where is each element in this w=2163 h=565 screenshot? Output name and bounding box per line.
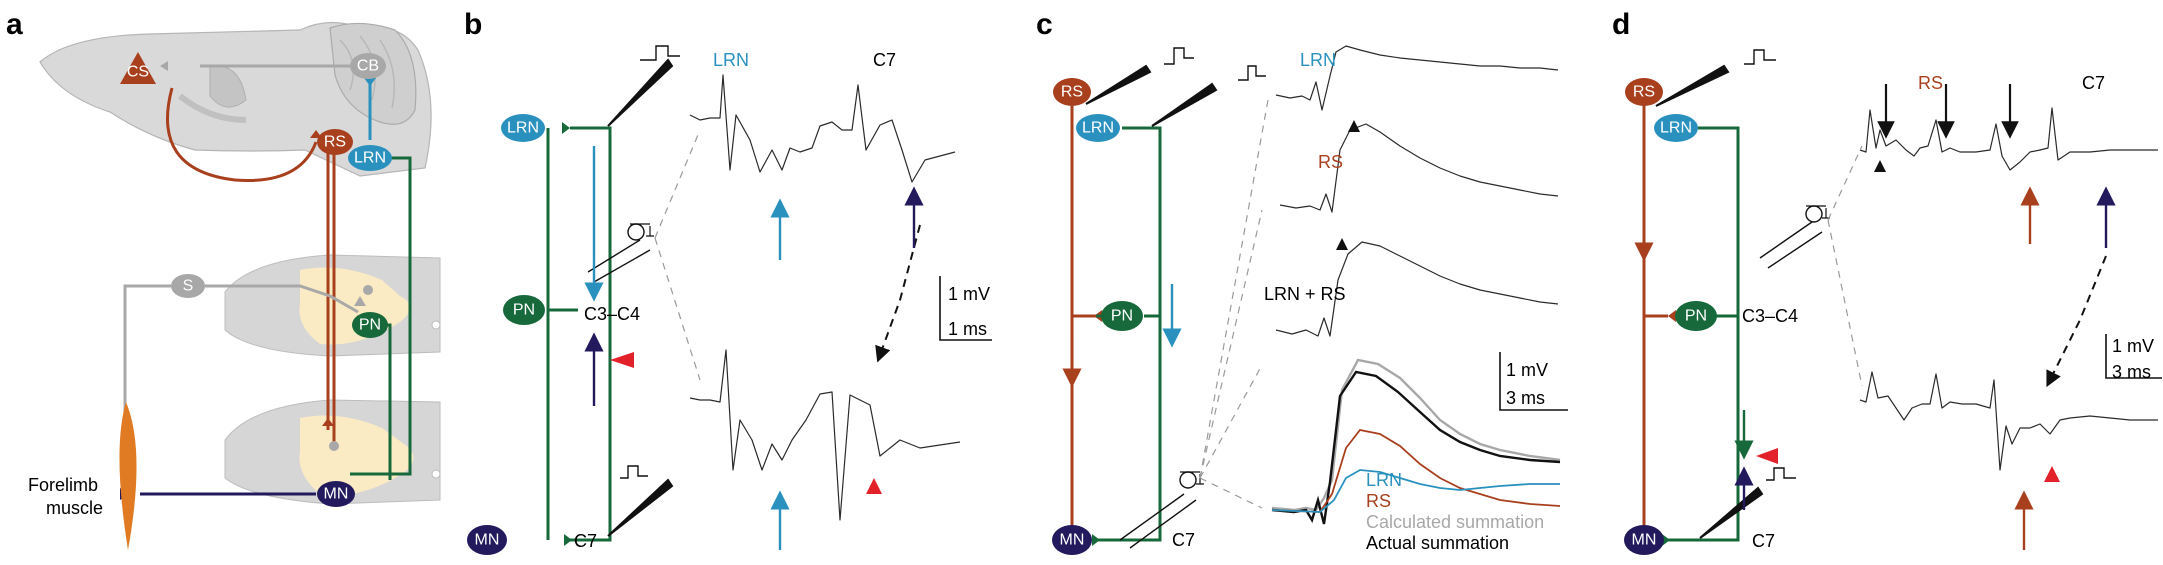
node-b-lrn-shape: [501, 114, 545, 142]
panel-letter-d: d: [1612, 8, 1630, 41]
trace-label-c-lrn: LRN: [1300, 50, 1336, 70]
legend-c-calc: Calculated summation: [1366, 512, 1544, 532]
scale-d-v: 1 mV: [2112, 336, 2154, 356]
panel-a: a Forelimb muscle: [6, 8, 441, 550]
legend-c-lrn: LRN: [1366, 470, 1402, 490]
trace-c-lrn: [1275, 45, 1559, 111]
node-d-lrn-shape: [1654, 114, 1698, 142]
node-cb-label: CB: [357, 58, 379, 75]
panel-letter-c: c: [1036, 8, 1053, 41]
trace-label-b-lrn: LRN: [713, 50, 749, 70]
muscle-label-line2: muscle: [46, 498, 103, 518]
node-rs-label: RS: [324, 134, 346, 151]
node-c-pn-shape: [1101, 301, 1143, 331]
trace-label-c-rs: RS: [1318, 152, 1343, 172]
node-d-rs-label: RS: [1633, 84, 1655, 101]
node-pn: [352, 312, 388, 338]
node-d-pn-shape: [1675, 301, 1717, 331]
panel-c: c LRN RS LRN + RS 1 mV 3 ms: [1036, 8, 1568, 553]
scale-bar-c: [1499, 352, 1568, 411]
panel-d: d RS C7 C3–C4 C7: [1612, 8, 2162, 551]
node-s: [171, 274, 205, 298]
trace-d-top: [1859, 107, 2158, 171]
panel-b: b LRN C3–C4 C7 LRN C7 1 mV 1 ms: [464, 8, 992, 551]
red-arrowhead-b1: [610, 352, 634, 368]
stim-wedge-d-rs: [1655, 64, 1730, 107]
scale-c-t: 3 ms: [1506, 388, 1545, 408]
segment-b-upper: C3–C4: [584, 304, 640, 324]
red-arrowhead-d2: [2044, 466, 2060, 482]
trace-label-d-c7: C7: [2082, 73, 2105, 93]
nodes-bcd: LRN PN MN RS LRN PN MN RS LRN PN MN: [467, 78, 1717, 555]
trace-c-actual: [1271, 370, 1561, 525]
node-d-lrn-label: LRN: [1660, 120, 1692, 137]
node-d-pn-label: PN: [1685, 308, 1707, 325]
scale-bar-d: [2105, 334, 2162, 379]
panel-letter-b: b: [464, 8, 482, 41]
node-b-mn-label: MN: [475, 532, 500, 549]
stim-wedge-d-mn: [1699, 486, 1764, 539]
legend-c-rs: RS: [1366, 491, 1391, 511]
node-cb: [350, 53, 386, 79]
node-cs: [120, 52, 156, 84]
trace-label-d-rs: RS: [1918, 73, 1943, 93]
trace-c-lrn-sum: [1271, 469, 1560, 513]
trace-label-c-both: LRN + RS: [1264, 284, 1346, 304]
panel-letter-a: a: [6, 8, 23, 41]
trace-b-bottom: [689, 349, 961, 521]
forelimb-muscle: [119, 402, 137, 550]
node-lrn-label: LRN: [354, 150, 386, 167]
node-mn-label: MN: [324, 486, 349, 503]
trace-b-top: [689, 74, 956, 183]
stim-wedge-c-lrn: [1151, 82, 1218, 127]
node-s-label: S: [183, 278, 194, 295]
node-pn-label: PN: [359, 317, 381, 334]
trace-c-rs: [1279, 123, 1559, 213]
node-b-lrn-label: LRN: [507, 120, 539, 137]
node-b-pn-shape: [503, 295, 545, 325]
red-arrowhead-b2: [866, 478, 882, 494]
node-cs-label: CS: [127, 64, 149, 81]
stim-wedge-lrn: [607, 58, 674, 127]
scale-d-t: 3 ms: [2112, 362, 2151, 382]
scale-bar-b: [939, 276, 992, 341]
node-c-lrn-shape: [1076, 114, 1120, 142]
node-lrn: [348, 145, 392, 171]
segment-d-lower: C7: [1752, 531, 1775, 551]
stim-wedge-rs: [1085, 64, 1152, 105]
node-c-mn-label: MN: [1060, 532, 1085, 549]
node-c-rs-shape: [1053, 78, 1091, 106]
node-mn: [317, 481, 355, 507]
node-d-rs-shape: [1625, 78, 1663, 106]
node-b-mn-shape: [467, 525, 507, 555]
segment-d-upper: C3–C4: [1742, 306, 1798, 326]
legend-c-actual: Actual summation: [1366, 533, 1509, 553]
node-c-pn-label: PN: [1111, 308, 1133, 325]
segment-b-lower: C7: [574, 531, 597, 551]
node-c-lrn-label: LRN: [1082, 120, 1114, 137]
node-c-rs-label: RS: [1061, 84, 1083, 101]
scale-b-v: 1 mV: [948, 284, 990, 304]
node-d-mn-shape: [1624, 525, 1664, 555]
trace-c-calc: [1271, 358, 1561, 512]
node-b-pn-label: PN: [513, 302, 535, 319]
red-arrowhead-d1: [1756, 448, 1778, 464]
node-rs: [317, 129, 353, 155]
scale-b-t: 1 ms: [948, 319, 987, 339]
trace-c-rs-sum: [1271, 429, 1561, 513]
trace-label-b-c7: C7: [873, 50, 896, 70]
trace-d-bottom: [1859, 371, 2158, 471]
node-d-mn-label: MN: [1632, 532, 1657, 549]
segment-c-lower: C7: [1172, 530, 1195, 550]
trace-c-both: [1275, 241, 1559, 337]
stim-wedge-mn: [607, 478, 674, 537]
muscle-label-line1: Forelimb: [28, 475, 98, 495]
scale-c-v: 1 mV: [1506, 360, 1548, 380]
node-c-mn-shape: [1052, 525, 1092, 555]
